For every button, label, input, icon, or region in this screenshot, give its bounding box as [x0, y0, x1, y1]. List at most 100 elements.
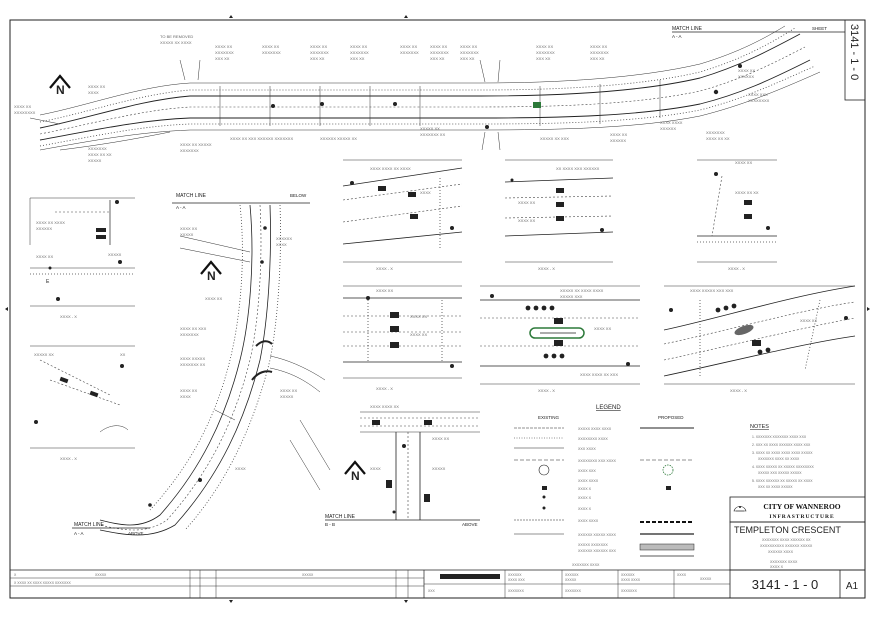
svg-text:XXXX XX: XXXX XX [400, 44, 417, 49]
svg-text:XXXXX: XXXXX [108, 252, 122, 257]
match-line-top-ref: A - A [672, 34, 682, 39]
svg-text:XXXXXXX: XXXXXXX [400, 50, 419, 55]
svg-text:XXXXXXX: XXXXXXX [706, 130, 725, 135]
svg-text:XXXX X: XXXX X [578, 507, 592, 511]
svg-text:XXXXXX XXXX: XXXXXX XXXX [768, 550, 794, 554]
svg-text:XXXX XX: XXXX XX [180, 226, 197, 231]
svg-text:XXXX XX: XXXX XX [205, 296, 222, 301]
svg-text:XXXXXXXXXX XXXXXX XXXXX: XXXXXXXXXX XXXXXX XXXXX [760, 544, 813, 548]
svg-text:XXXX - X: XXXX - X [60, 456, 77, 461]
svg-text:XXXXX XXX XXXXX XXXXX: XXXXX XXX XXXXX XXXXX [758, 471, 802, 475]
detail-panel-4: XXXX XXXXXX XX XXXX XXXXXX - X [343, 285, 462, 391]
svg-text:XXXX XX XX: XXXX XX XX [735, 190, 759, 195]
svg-text:XXXX: XXXX [235, 466, 246, 471]
svg-text:XXXX XX: XXXX XX [735, 160, 752, 165]
svg-text:XXXXXXX: XXXXXXX [215, 50, 234, 55]
svg-text:XXX XX: XXX XX [310, 56, 325, 61]
notes-title: NOTES [750, 424, 769, 430]
svg-text:XXXX XX: XXXX XX [800, 318, 817, 323]
drawing-number-vertical: 3141 - 1 - 0 [848, 24, 860, 80]
svg-text:XXXXX: XXXXX [432, 466, 446, 471]
sheet-size: A1 [846, 581, 859, 592]
svg-text:XXXXXXX: XXXXXXX [508, 589, 525, 593]
svg-text:XXXX X: XXXX X [578, 496, 592, 500]
svg-text:XXXX XX XXX XXXXXX XXXXXXX: XXXX XX XXX XXXXXX XXXXXXX [230, 136, 293, 141]
svg-text:XXX XX: XXX XX [536, 56, 551, 61]
svg-text:X: X [14, 573, 17, 577]
svg-text:XXXXXXX: XXXXXXX [565, 589, 582, 593]
legend-col-existing: EXISTING [538, 415, 560, 420]
svg-text:XXXX - X: XXXX - X [376, 386, 393, 391]
svg-text:XXXXXXXX: XXXXXXXX [14, 110, 36, 115]
notes: NOTES 1. XXXXXXX XXXXXXX XXXX XXX 2. XXX… [750, 424, 815, 489]
svg-text:XXXXXX: XXXXXX [36, 226, 52, 231]
svg-text:X XXXX XX XXXX XXXXX XXXXXXX: X XXXX XX XXXX XXXXX XXXXXXX [14, 581, 71, 585]
svg-text:XXX XX: XXX XX [215, 56, 230, 61]
curved-road-plan: MATCH LINE A - A BELOW XXXX XXXXXXX XXXX… [72, 193, 331, 536]
svg-text:XXXXXXX XXXX XX XXXX: XXXXXXX XXXX XX XXXX [758, 457, 800, 461]
svg-text:XXXX XXX: XXXX XXX [748, 92, 768, 97]
svg-text:XXXX XX: XXXX XX [410, 314, 427, 319]
drawing-number-tab: 3141 - 1 - 0 [844, 19, 866, 101]
svg-text:XX XXXX XXX XXXXXX: XX XXXX XXX XXXXXX [556, 166, 600, 171]
title-block: CITY OF WANNEROO INFRASTRUCTURE TEMPLETO… [729, 496, 866, 599]
svg-text:XXXXXX: XXXXXX [621, 573, 635, 577]
svg-text:XXXX XXXX: XXXX XXXX [621, 578, 641, 582]
svg-text:XXXX XX: XXXX XX [432, 436, 449, 441]
match-line-bottom-note: ABOVE [128, 531, 144, 536]
svg-text:XXXXXX: XXXXXX [276, 236, 292, 241]
svg-text:XXXX: XXXX [180, 394, 191, 399]
match-line-middle-ref: A - A [176, 205, 186, 210]
svg-text:XXXXXXX: XXXXXXX [460, 50, 479, 55]
svg-text:XXXX XX: XXXX XX [518, 200, 535, 205]
svg-text:XXXXXXX: XXXXXXX [262, 50, 281, 55]
svg-text:XXXX XXXX XX XXX: XXXX XXXX XX XXX [580, 372, 618, 377]
frame-ticks [5, 15, 870, 603]
svg-text:XXXX - X: XXXX - X [538, 266, 555, 271]
svg-text:3. XXXX XX XXXX XXXX XXXX XXXX: 3. XXXX XX XXXX XXXX XXXX XXXXX [752, 451, 813, 455]
svg-text:XXXXX XX: XXXXX XX [420, 126, 440, 131]
svg-text:XXXXX XXXX XXXX: XXXXX XXXX XXXX [578, 427, 612, 431]
svg-text:XXXXXXX: XXXXXXX [590, 50, 609, 55]
detail-panel-3: XXXX XXXXXX XX XX XXXX - X [697, 159, 777, 271]
svg-text:XXX XX: XXX XX [350, 56, 365, 61]
detail-panel-bottom: MATCH LINE B - B ABOVE XXXX XXXX XXXXXX … [325, 404, 480, 527]
svg-text:XXXX - X: XXXX - X [376, 266, 393, 271]
svg-text:XXXXXX: XXXXXX [660, 126, 676, 131]
svg-text:XXXXX XX XXX: XXXXX XX XXX [540, 136, 569, 141]
svg-text:XXXXX: XXXXX [88, 158, 102, 163]
svg-text:XXXX XX XX: XXXX XX XX [706, 136, 730, 141]
svg-text:1. XXXXXXX XXXXXXX XXXX XXX: 1. XXXXXXX XXXXXXX XXXX XXX [752, 435, 807, 439]
svg-text:XXXX XXXX: XXXX XXXX [660, 120, 683, 125]
svg-text:XXXXXX XXXXX XXXX: XXXXXX XXXXX XXXX [578, 533, 617, 537]
svg-text:XXXX XX: XXXX XX [594, 326, 611, 331]
svg-text:2. XXX XX XXXX XXXXXX XXXX XXX: 2. XXX XX XXXX XXXXXX XXXX XXX [752, 443, 811, 447]
svg-text:XXXXXXX: XXXXXXX [310, 50, 329, 55]
svg-text:4. XXXX XXXXX XX XXXXX XXXXXXX: 4. XXXX XXXXX XX XXXXX XXXXXXXX [752, 465, 815, 469]
svg-text:N: N [207, 269, 216, 283]
svg-text:XXXX: XXXX [677, 573, 687, 577]
svg-text:XXXX XX: XXXX XX [610, 132, 627, 137]
svg-text:TO BE REMOVED: TO BE REMOVED [160, 34, 193, 39]
match-line-bottom-mid-ref: B - B [325, 522, 335, 527]
svg-text:XXXX XX: XXXX XX [36, 254, 53, 259]
svg-text:XXXX XX: XXXX XX [518, 218, 535, 223]
svg-text:XXXXXXXX: XXXXXXXX [748, 98, 770, 103]
svg-text:XXXXX XX XXXX XXXX: XXXXX XX XXXX XXXX [560, 288, 604, 293]
legend-title: LEGEND [596, 405, 621, 411]
svg-text:XXXX: XXXX [88, 90, 99, 95]
detail-panel-5: XXXXX XX XXXX XXXXXXXXX XXX XXXX XXXXXX … [480, 285, 640, 393]
svg-text:XXXX - X: XXXX - X [538, 388, 555, 393]
svg-text:XXXX XX: XXXX XX [410, 332, 427, 337]
match-line-bottom-label: MATCH LINE [74, 522, 105, 528]
svg-text:XXXX XX: XXXX XX [280, 388, 297, 393]
svg-text:XXXX XXXX: XXXX XXXX [578, 479, 599, 483]
svg-text:XXXX XXXX XX XXXX: XXXX XXXX XX XXXX [370, 166, 411, 171]
svg-text:XXXXXXX: XXXXXXX [536, 50, 555, 55]
svg-text:E: E [46, 279, 50, 285]
svg-text:XXXX XX: XXXX XX [460, 44, 477, 49]
svg-text:XXXXXXX: XXXXXXX [430, 50, 449, 55]
